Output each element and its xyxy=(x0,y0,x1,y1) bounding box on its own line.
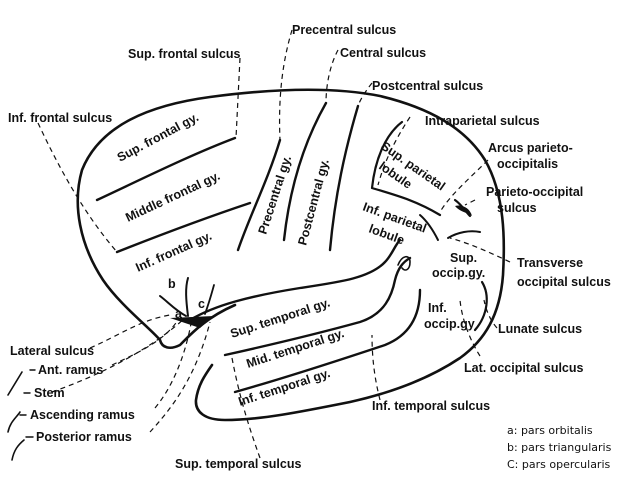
label-arcus-parieto: Arcus parieto- xyxy=(488,141,573,155)
gyrus-sup-occip-2: occip.gy. xyxy=(432,266,485,280)
label-postcentral-sulcus: Postcentral sulcus xyxy=(372,79,483,93)
supramarginal-squiggle xyxy=(397,255,411,271)
gyrus-label-c: c xyxy=(198,297,205,311)
left-ticks xyxy=(7,371,25,461)
label-precentral-sulcus: Precentral sulcus xyxy=(292,23,396,37)
label-ascending-ramus: Ascending ramus xyxy=(30,408,135,422)
label-occipitalis: occipitalis xyxy=(497,157,558,171)
parieto-occipital-hook xyxy=(455,205,472,216)
pars-opercularis-line xyxy=(204,284,215,315)
label-lateral-sulcus: Lateral sulcus xyxy=(10,344,94,358)
gyrus-label-b: b xyxy=(168,277,176,291)
legend-pars-opercularis: C: pars opercularis xyxy=(507,458,611,471)
label-transverse: Transverse xyxy=(517,256,583,270)
label-sup-frontal-sulcus: Sup. frontal sulcus xyxy=(128,47,241,61)
label-lat-occipital-sulcus: Lat. occipital sulcus xyxy=(464,361,584,375)
brain-outline xyxy=(76,88,506,422)
lunate-sulcus-line xyxy=(473,280,488,332)
lateral-sulcus-stem-wedge xyxy=(170,316,214,328)
transverse-occipital-mark xyxy=(447,230,481,239)
precentral-sulcus-line xyxy=(236,138,282,252)
gyrus-inf-occip-1: Inf. xyxy=(428,301,447,315)
inf-temporal-sulcus-line xyxy=(233,288,422,394)
label-posterior-ramus: Posterior ramus xyxy=(36,430,132,444)
central-sulcus-line xyxy=(282,101,328,242)
inf-frontal-sulcus-line xyxy=(115,201,252,254)
label-parieto-occipital-sulcus: sulcus xyxy=(497,201,537,215)
legend-pars-triangularis: b: pars triangularis xyxy=(507,441,612,454)
label-central-sulcus: Central sulcus xyxy=(340,46,426,60)
legend-pars-orbitalis: a: pars orbitalis xyxy=(507,424,593,437)
label-stem: Stem xyxy=(34,386,65,400)
gyrus-inf-occip-2: occip.gy xyxy=(424,317,475,331)
sup-frontal-sulcus-line xyxy=(95,136,237,202)
intraparietal-sulcus-line xyxy=(370,120,442,217)
label-inf-frontal-sulcus: Inf. frontal sulcus xyxy=(8,111,112,125)
label-sup-temporal-sulcus: Sup. temporal sulcus xyxy=(175,457,301,471)
lateral-sulcus-line xyxy=(188,238,402,322)
gyrus-label-a: a xyxy=(175,307,183,321)
ramus-dash-prefixes xyxy=(19,369,36,438)
gyrus-precentral: Precentral gy. xyxy=(256,154,295,236)
gyrus-inf-frontal: Inf. frontal gy. xyxy=(134,229,214,275)
anterior-ramus-line xyxy=(159,295,187,317)
gyrus-sup-occip-1: Sup. xyxy=(450,251,477,265)
sup-temporal-sulcus-line xyxy=(223,256,412,357)
label-parieto-occipital: Parieto-occipital xyxy=(486,185,583,199)
label-ant-ramus: Ant. ramus xyxy=(38,363,103,377)
label-occipital-sulcus: occipital sulcus xyxy=(517,275,611,289)
arcus-mark xyxy=(419,214,439,241)
gyrus-mid-temporal: Mid. temporal gy. xyxy=(245,326,346,371)
leader-lines xyxy=(37,29,511,459)
label-intraparietal-sulcus: Intraparietal sulcus xyxy=(425,114,540,128)
label-inf-temporal-sulcus: Inf. temporal sulcus xyxy=(372,399,490,413)
label-lunate-sulcus: Lunate sulcus xyxy=(498,322,582,336)
gyrus-postcentral: Postcentral gy. xyxy=(295,157,331,246)
ascending-ramus-line xyxy=(185,277,189,317)
postcentral-sulcus-line xyxy=(328,104,360,252)
gyrus-middle-frontal: Middle frontal gy. xyxy=(123,169,222,225)
